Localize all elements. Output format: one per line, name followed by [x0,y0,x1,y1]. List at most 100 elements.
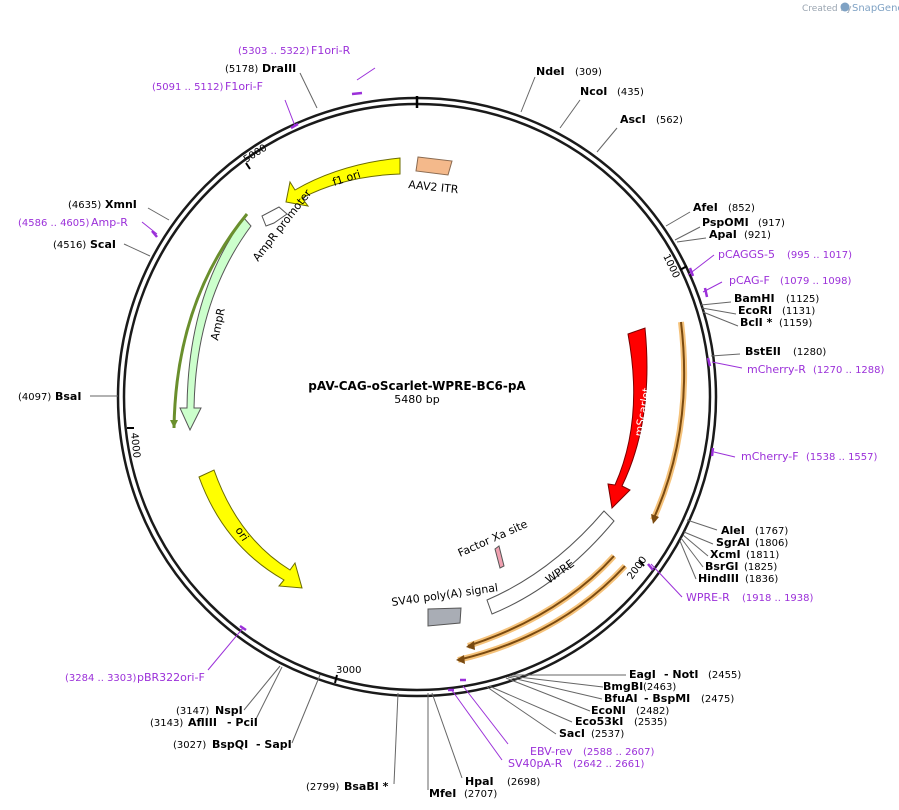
enzyme-mfei[interactable]: MfeI [429,787,456,800]
ampr-primer-binding-head [170,420,178,428]
enzyme-bsteii[interactable]: BstEII [745,345,781,358]
aav2-itr-label: AAV2 ITR [408,178,460,196]
enzyme-sgrai[interactable]: SgrAI [716,536,750,549]
ampr-arrow[interactable] [179,217,252,432]
enzyme-eagi[interactable]: EagI [629,668,656,681]
ampr-primer-binding [172,213,249,429]
ampr-label: AmpR [208,306,228,341]
ampr-promoter-arrow[interactable] [261,206,288,227]
enzyme-saci[interactable]: SacI [559,727,585,740]
mscarlet-primer-binding [652,321,686,521]
factor-xa-label: Factor Xa site [456,517,530,559]
enzyme-ncoi[interactable]: NcoI [580,85,607,98]
enzyme-pcii[interactable]: - PciI [227,716,258,729]
feature-ampr-promoter[interactable]: AmpR promoter [250,187,314,264]
aav2-itr-box[interactable] [415,156,453,176]
primer-f1ori-f-pos: (5091 .. 5112) [152,82,224,93]
primer-pbr322ori-f-pos: (3284 .. 3303) [65,673,137,684]
enzyme-hpai[interactable]: HpaI [465,775,494,788]
enzyme-bmgbi[interactable]: BmgBI [603,680,643,693]
ampr-promoter-label: AmpR promoter [250,187,314,264]
primer-wpre-r-pos: (1918 .. 1938) [742,593,814,604]
primer-pcag-f-pos: (1079 .. 1098) [780,276,852,287]
factor-xa-marker[interactable] [494,545,505,569]
enzyme-bspqi-pos: (3027) [173,740,206,751]
enzyme-eco53ki-pos: (2535) [634,717,667,728]
primer-amp-r[interactable]: Amp-R [91,216,128,229]
f1-ori-arrow[interactable] [285,157,401,207]
primer-leaders [141,67,743,761]
plasmid-length: 5480 bp [394,393,439,406]
enzyme-draiii[interactable]: DraIII [262,62,296,75]
wpre-primer-binding-2 [457,565,626,661]
enzyme-ncoi-pos: (435) [617,87,644,98]
primer-mcherry-f[interactable]: mCherry-F [741,450,799,463]
enzyme-bsai[interactable]: BsaI [55,390,81,403]
enzyme-bcli-pos: (1159) [779,318,812,329]
wpre-box[interactable] [486,510,615,615]
enzyme-afei[interactable]: AfeI [693,201,718,214]
feature-factor-xa[interactable]: Factor Xa site [456,517,530,569]
enzyme-draiii-pos: (5178) [225,64,258,75]
enzyme-bamhi[interactable]: BamHI [734,292,775,305]
primer-f1ori-r[interactable]: F1ori-R [311,44,351,57]
enzyme-pspomi[interactable]: PspOMI [702,216,749,229]
enzyme-apai[interactable]: ApaI [709,228,737,241]
feature-sv40-polya[interactable]: SV40 poly(A) signal [391,581,499,627]
enzyme-bsabi[interactable]: BsaBI * [344,780,389,793]
feature-aav2-itr[interactable]: AAV2 ITR [408,156,460,196]
primer-sites [151,91,715,692]
enzyme-asci[interactable]: AscI [620,113,646,126]
enzyme-xmni-pos: (4635) [68,200,101,211]
enzyme-hindiii[interactable]: HindIII [698,572,739,585]
primer-pcag-f[interactable]: pCAG-F [729,274,770,287]
enzyme-noti[interactable]: - NotI [664,668,699,681]
enzyme-bfuai[interactable]: BfuAI [604,692,638,705]
enzyme-alei[interactable]: AleI [721,524,745,537]
tick-3000-mark [334,674,338,684]
enzyme-eco53ki[interactable]: Eco53kI [575,715,623,728]
mscarlet-primer-binding-head [651,514,659,524]
enzyme-scai[interactable]: ScaI [90,238,116,251]
tick-4000-label: 4000 [128,432,142,458]
feature-wpre[interactable]: WPRE [456,510,628,664]
mscarlet-arrow[interactable] [607,327,648,510]
primer-pbr322ori-f[interactable]: pBR322ori-F [137,671,205,684]
feature-ori[interactable]: ori [198,469,303,589]
ori-arrow[interactable] [198,469,303,589]
primer-ebv-rev-pos: (2588 .. 2607) [583,747,655,758]
enzyme-bcli[interactable]: BclI * [740,316,773,329]
enzyme-bspqi[interactable]: BspQI [212,738,248,751]
enzyme-bfuai-pos: (2475) [701,694,734,705]
primer-wpre-r[interactable]: WPRE-R [686,591,730,604]
primer-f1ori-f[interactable]: F1ori-F [225,80,263,93]
enzyme-bsrgi[interactable]: BsrGI [705,560,738,573]
primer-mcherry-f-pos: (1538 .. 1557) [806,452,878,463]
enzyme-sapi[interactable]: - SapI [256,738,292,751]
primer-pcaggs-5-pos: (995 .. 1017) [787,250,852,261]
tick-2000-mark [638,559,645,567]
tick-3000-label: 3000 [336,665,361,676]
enzyme-xcmi[interactable]: XcmI [710,548,741,561]
enzyme-xmni[interactable]: XmnI [105,198,137,211]
primer-mcherry-r[interactable]: mCherry-R [747,363,806,376]
feature-mscarlet[interactable]: mScarlet [607,321,688,524]
primer-pcaggs-5[interactable]: pCAGGS-5 [718,248,775,261]
sv40-polya-box[interactable] [427,607,462,627]
enzyme-eagi-pos: (2455) [708,670,741,681]
enzyme-ndei[interactable]: NdeI [536,65,565,78]
primer-mcherry-r-pos: (1270 .. 1288) [813,365,885,376]
feature-ampr[interactable]: AmpR [170,213,252,432]
primer-ebv-rev[interactable]: EBV-rev [530,745,573,758]
enzyme-mfei-pos: (2707) [464,789,497,800]
enzyme-ecori[interactable]: EcoRI [738,304,772,317]
enzyme-afei-pos: (852) [728,203,755,214]
sv40-polya-label: SV40 poly(A) signal [391,581,499,609]
enzyme-ecori-pos: (1131) [782,306,815,317]
enzyme-afliii[interactable]: AflIII [188,716,217,729]
enzyme-econi[interactable]: EcoNI [591,704,626,717]
enzyme-scai-pos: (4516) [53,240,86,251]
enzyme-bspmi[interactable]: - BspMI [644,692,690,705]
enzyme-nspi[interactable]: NspI [215,704,243,717]
primer-sv40pa-r[interactable]: SV40pA-R [508,757,563,770]
